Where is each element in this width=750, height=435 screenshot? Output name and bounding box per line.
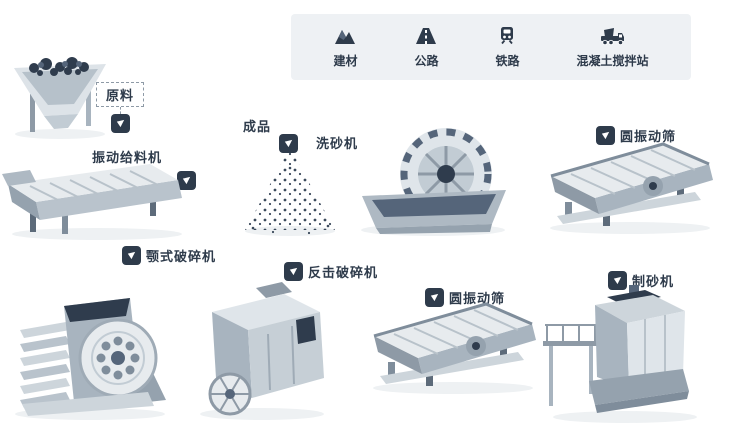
label-sand-washer: 洗砂机 [316,136,359,151]
railway-icon [495,26,519,46]
building-materials-icon [333,26,357,46]
connector-line [119,107,121,114]
vibrating-feeder-illustration [2,156,187,241]
legend-item-concrete-plant: 混凝土搅拌站 [576,26,649,69]
label-sand-maker: 制砂机 [608,271,674,290]
label-vibrating-screen-upper: 圆振动筛 [596,126,676,145]
pin-badge-icon [608,271,627,290]
pin-badge-icon [279,134,298,153]
pin-badge-icon [425,288,444,307]
label-impact-crusher: 反击破碎机 [284,262,378,281]
vibrating-screen-upper-illustration [545,140,715,235]
legend-label: 混凝土搅拌站 [576,53,649,68]
legend-item-railway: 铁路 [495,26,520,69]
label-text: 反击破碎机 [308,265,379,280]
label-vibrating-feeder: 振动给料机 [92,150,163,165]
label-finished-product: 成品 [243,119,272,134]
raw-material-hopper-illustration [8,52,113,140]
label-raw-material: 原料 [96,82,145,133]
highway-icon [414,26,438,46]
legend-panel: 建材 公路 铁路 [291,14,691,80]
legend-item-building-materials: 建材 [333,26,358,69]
jaw-crusher-illustration [8,272,173,422]
pin-badge-icon [177,171,196,190]
label-text: 圆振动筛 [449,291,506,306]
legend-item-highway: 公路 [414,26,439,69]
label-text: 圆振动筛 [620,129,677,144]
legend-label: 铁路 [495,53,520,68]
label-text: 制砂机 [632,274,675,289]
legend-label: 建材 [333,53,358,68]
pin-badge-icon [284,262,303,281]
pin-badge-icon [110,114,130,133]
concrete-mixer-icon [599,26,625,46]
impact-crusher-illustration [196,282,331,422]
label-text: 颚式破碎机 [146,249,217,264]
sand-washer-illustration [358,122,508,237]
label-text: 原料 [96,82,145,107]
pin-badge-icon [596,126,615,145]
label-jaw-crusher: 颚式破碎机 [122,246,216,265]
pin-badge-icon [122,246,141,265]
vibrating-screen-lower-illustration [368,300,538,395]
finished-product-pile-illustration [243,138,338,238]
sand-maker-illustration [533,285,698,425]
label-vibrating-screen-lower: 圆振动筛 [425,288,505,307]
legend-label: 公路 [414,53,439,68]
